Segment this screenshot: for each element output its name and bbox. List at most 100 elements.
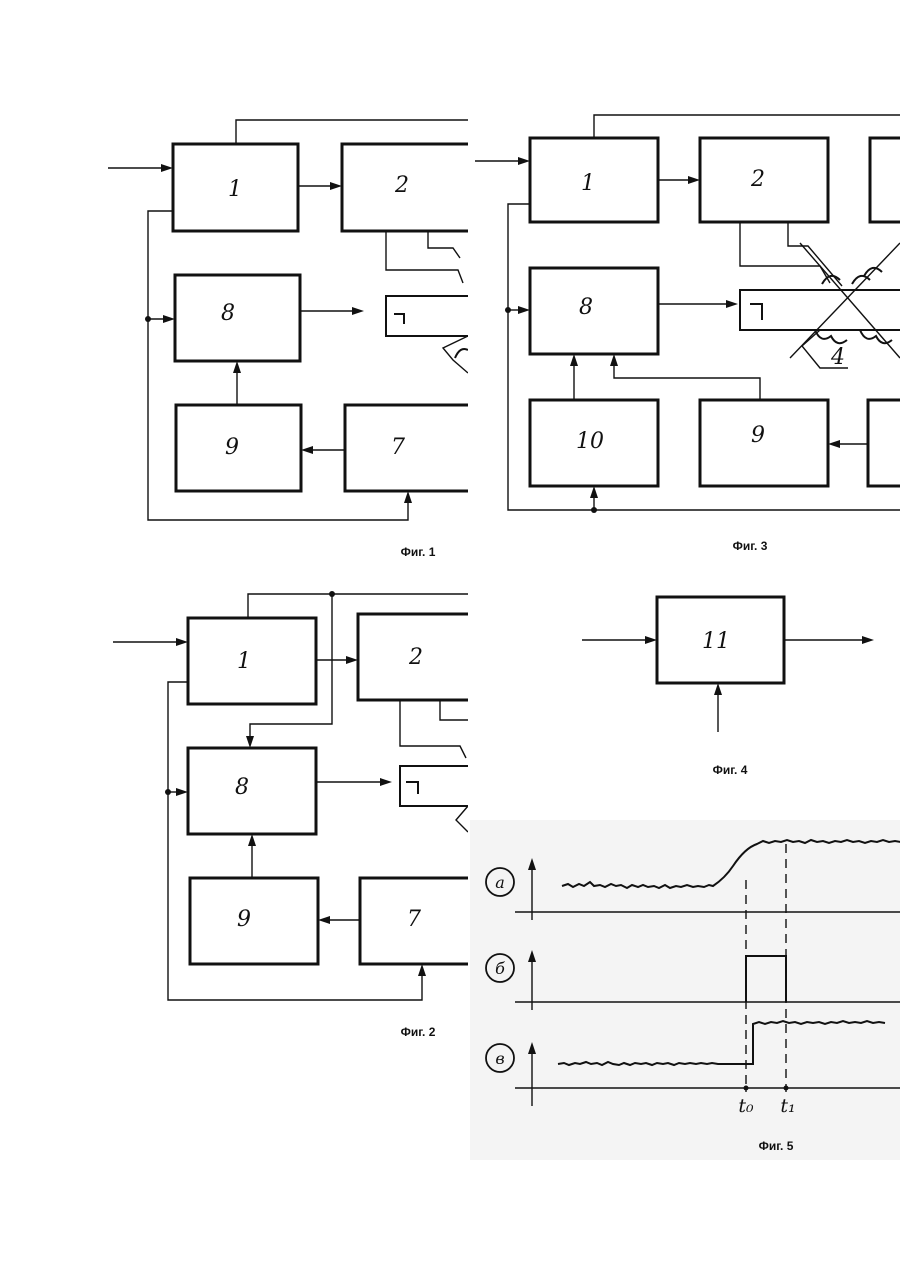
fig1-arrowhead-8-relay xyxy=(352,307,364,315)
fig1-label-8: 8 xyxy=(221,301,235,326)
fig2-block-1 xyxy=(188,618,316,704)
fig2-arrowhead-to-7 xyxy=(418,964,426,976)
fig5-trace-c-label: в xyxy=(495,1049,504,1068)
fig5-trace-a-yarrow xyxy=(528,858,536,870)
fig3-arrowhead-7-9 xyxy=(828,440,840,448)
fig3-arrowhead-to-10 xyxy=(590,486,598,498)
fig2-arrowhead-to-8 xyxy=(176,788,188,796)
fig1-arrowhead-7-9 xyxy=(301,446,313,454)
fig1-arrowhead-to-7 xyxy=(404,491,412,503)
fig1-label-1: 1 xyxy=(228,177,242,202)
fig3-relay-body xyxy=(740,290,900,330)
fig5-trace-b-label: б xyxy=(495,959,505,978)
fig3-arrowhead-8-relay xyxy=(726,300,738,308)
fig2-wire-a xyxy=(400,700,466,758)
fig1-arrowhead-1-2 xyxy=(330,182,342,190)
fig2-label-8: 8 xyxy=(235,775,249,800)
fig3-arrowhead-to-8 xyxy=(518,306,530,314)
fig2-arrowhead-7-9 xyxy=(318,916,330,924)
fig3-label-2: 2 xyxy=(750,167,765,192)
fig3-relay-step xyxy=(750,304,762,320)
fig3-label-4: 4 xyxy=(830,345,845,370)
fig3-label-1: 1 xyxy=(581,171,595,196)
fig1-wire-b xyxy=(428,231,460,258)
figure-5-diagram: а б в t₀ t₁ Фиг. 5 xyxy=(470,820,900,1160)
fig2-arrowhead-1-2 xyxy=(346,656,358,664)
fig2-relay-body xyxy=(400,766,468,806)
fig2-block-8 xyxy=(188,748,316,834)
fig2-caption: Фиг. 2 xyxy=(401,1025,436,1039)
fig3-block-8 xyxy=(530,268,658,354)
fig3-label-10: 10 xyxy=(576,429,604,454)
fig1-relay-step xyxy=(394,314,404,324)
figure-5-panel: а б в t₀ t₁ Фиг. 5 xyxy=(470,820,900,1160)
fig2-line-to-8 xyxy=(250,594,332,742)
fig5-trace-a-label: а xyxy=(495,873,505,892)
fig1-label-9: 9 xyxy=(225,435,239,460)
fig3-block-7-partial xyxy=(868,400,900,486)
fig3-block-3-partial xyxy=(870,138,900,222)
fig3-arrowhead-10-8 xyxy=(570,354,578,366)
figure-2-panel: 1 2 8 9 7 Фиг. 2 xyxy=(108,582,468,1042)
fig3-cross-line-1 xyxy=(800,243,900,358)
figure-1-panel: 1 2 8 9 7 xyxy=(108,108,468,570)
fig5-caption: Фиг. 5 xyxy=(759,1139,794,1153)
fig2-block-9 xyxy=(190,878,318,964)
fig1-block-7 xyxy=(345,405,468,491)
fig5-trace-b-yarrow xyxy=(528,950,536,962)
fig5-trace-c-yarrow xyxy=(528,1042,536,1054)
fig3-coils-lower xyxy=(815,330,892,343)
fig4-input-arrowhead xyxy=(645,636,657,644)
fig5-trace-a-signal xyxy=(562,840,900,888)
fig2-relay-step xyxy=(406,782,418,794)
fig1-left-loop xyxy=(148,211,408,520)
fig1-label-2: 2 xyxy=(394,173,409,198)
fig3-arrowhead-1-2 xyxy=(688,176,700,184)
fig1-wire-a xyxy=(386,231,463,283)
figure-4-diagram: 11 Фиг. 4 xyxy=(560,582,900,787)
fig2-label-9: 9 xyxy=(237,907,251,932)
figure-2-diagram: 1 2 8 9 7 Фиг. 2 xyxy=(108,582,468,1042)
fig3-input-arrowhead xyxy=(518,157,530,165)
figure-3-diagram: 1 2 8 10 9 xyxy=(470,108,900,568)
fig5-t1-dot xyxy=(784,1086,789,1091)
fig2-input-arrowhead xyxy=(176,638,188,646)
figure-4-panel: 11 Фиг. 4 xyxy=(560,582,900,787)
fig1-top-line xyxy=(236,120,468,144)
fig1-block-8 xyxy=(175,275,300,361)
fig2-partial-element xyxy=(456,806,468,832)
fig2-wire-b xyxy=(440,700,468,720)
fig3-arrowhead-9-8 xyxy=(610,354,618,366)
fig2-left-loop xyxy=(168,682,422,1000)
fig2-label-7: 7 xyxy=(407,907,421,932)
fig2-label-2: 2 xyxy=(408,645,423,670)
fig4-output-arrowhead xyxy=(862,636,874,644)
fig1-arrowhead-to-8 xyxy=(163,315,175,323)
fig4-control-arrowhead xyxy=(714,683,722,695)
figure-1-diagram: 1 2 8 9 7 xyxy=(108,108,468,570)
figure-3-panel: 1 2 8 10 9 xyxy=(470,108,900,568)
fig3-wire-a xyxy=(740,222,830,283)
fig3-label-9: 9 xyxy=(751,423,765,448)
fig5-label-t0: t₀ xyxy=(738,1095,754,1117)
fig2-arrowhead-9-8 xyxy=(248,834,256,846)
fig3-arrow-9-8 xyxy=(614,360,760,400)
fig2-label-1: 1 xyxy=(237,649,251,674)
fig2-arrowhead-8-relay xyxy=(380,778,392,786)
fig4-caption: Фиг. 4 xyxy=(713,763,748,777)
fig1-caption: Фиг. 1 xyxy=(401,545,436,559)
fig5-t0-dot xyxy=(744,1086,749,1091)
fig3-top-line xyxy=(594,115,900,138)
fig3-label-8: 8 xyxy=(579,295,593,320)
fig1-arrowhead-9-8 xyxy=(233,361,241,373)
fig1-partial-element xyxy=(443,336,468,373)
fig5-trace-c-signal xyxy=(558,1021,885,1065)
fig1-relay-body xyxy=(386,296,468,336)
fig5-trace-b-pulse xyxy=(746,956,786,1002)
fig5-label-t1: t₁ xyxy=(780,1095,795,1117)
fig3-caption: Фиг. 3 xyxy=(733,539,768,553)
fig1-partial-coil xyxy=(455,349,468,358)
fig1-input-arrowhead xyxy=(161,164,173,172)
fig4-label-11: 11 xyxy=(702,629,730,654)
fig1-label-7: 7 xyxy=(391,435,405,460)
